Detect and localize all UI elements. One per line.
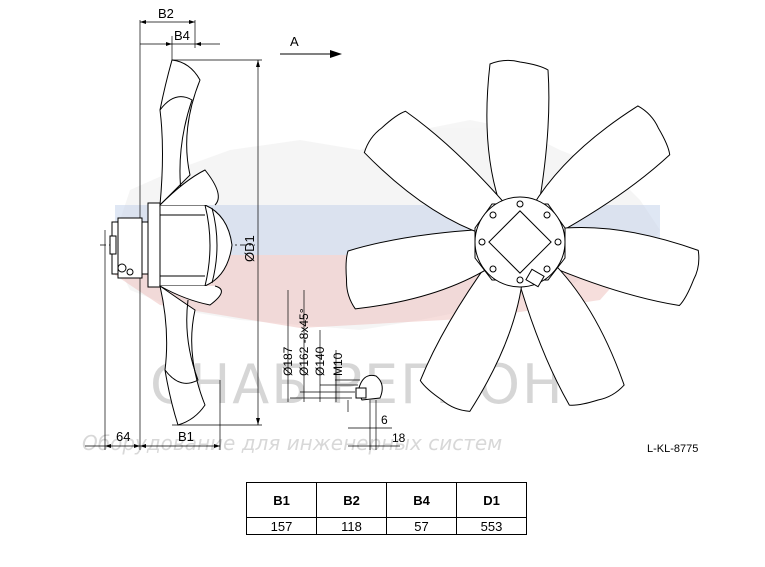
side-view <box>100 20 262 450</box>
table-header-b1: B1 <box>246 482 317 518</box>
table-header-b2: B2 <box>316 482 387 518</box>
view-arrow-a: A <box>280 34 342 58</box>
hub-bolts <box>478 200 562 284</box>
label-64: 64 <box>116 429 130 444</box>
table-cell-b1: 157 <box>246 517 317 535</box>
label-view-a: A <box>290 34 299 49</box>
dimension-d1: ØD1 <box>242 60 260 425</box>
dimension-b2: B2 <box>140 6 195 24</box>
dimension-b1-64: 64 B1 <box>85 429 220 448</box>
table-cell-b2: 118 <box>316 517 387 535</box>
hub-detail: Ø187 Ø162 -8x45° Ø140 M10 6 18 <box>281 290 406 450</box>
fan-blades <box>345 59 700 412</box>
dimension-b4: B4 <box>140 28 220 60</box>
watermark-tagline: Оборудование для инженерных систем <box>82 431 502 455</box>
fan-hub <box>474 196 566 288</box>
table-header-b4: B4 <box>386 482 457 518</box>
label-d1: ØD1 <box>242 235 257 262</box>
label-6: 6 <box>381 413 388 427</box>
dimension-table: B1 B2 B4 D1 157 118 57 553 <box>246 482 527 535</box>
label-b4: B4 <box>174 28 190 43</box>
table-cell-d1: 553 <box>456 517 527 535</box>
watermark-brand: СНАБ РЕГИОН <box>150 353 565 416</box>
label-d162: Ø162 -8x45° <box>297 308 311 376</box>
table-row: 157 118 57 553 <box>246 517 527 535</box>
label-m10: M10 <box>331 352 345 376</box>
label-b2: B2 <box>158 6 174 21</box>
table-header-row: B1 B2 B4 D1 <box>246 482 527 518</box>
front-view <box>345 59 700 412</box>
label-d187: Ø187 <box>281 346 295 376</box>
label-18: 18 <box>392 431 406 445</box>
table-header-d1: D1 <box>456 482 527 518</box>
drawing-reference: L-KL-8775 <box>647 443 698 455</box>
table-cell-b4: 57 <box>386 517 457 535</box>
label-d140: Ø140 <box>313 346 327 376</box>
label-b1: B1 <box>178 429 194 444</box>
